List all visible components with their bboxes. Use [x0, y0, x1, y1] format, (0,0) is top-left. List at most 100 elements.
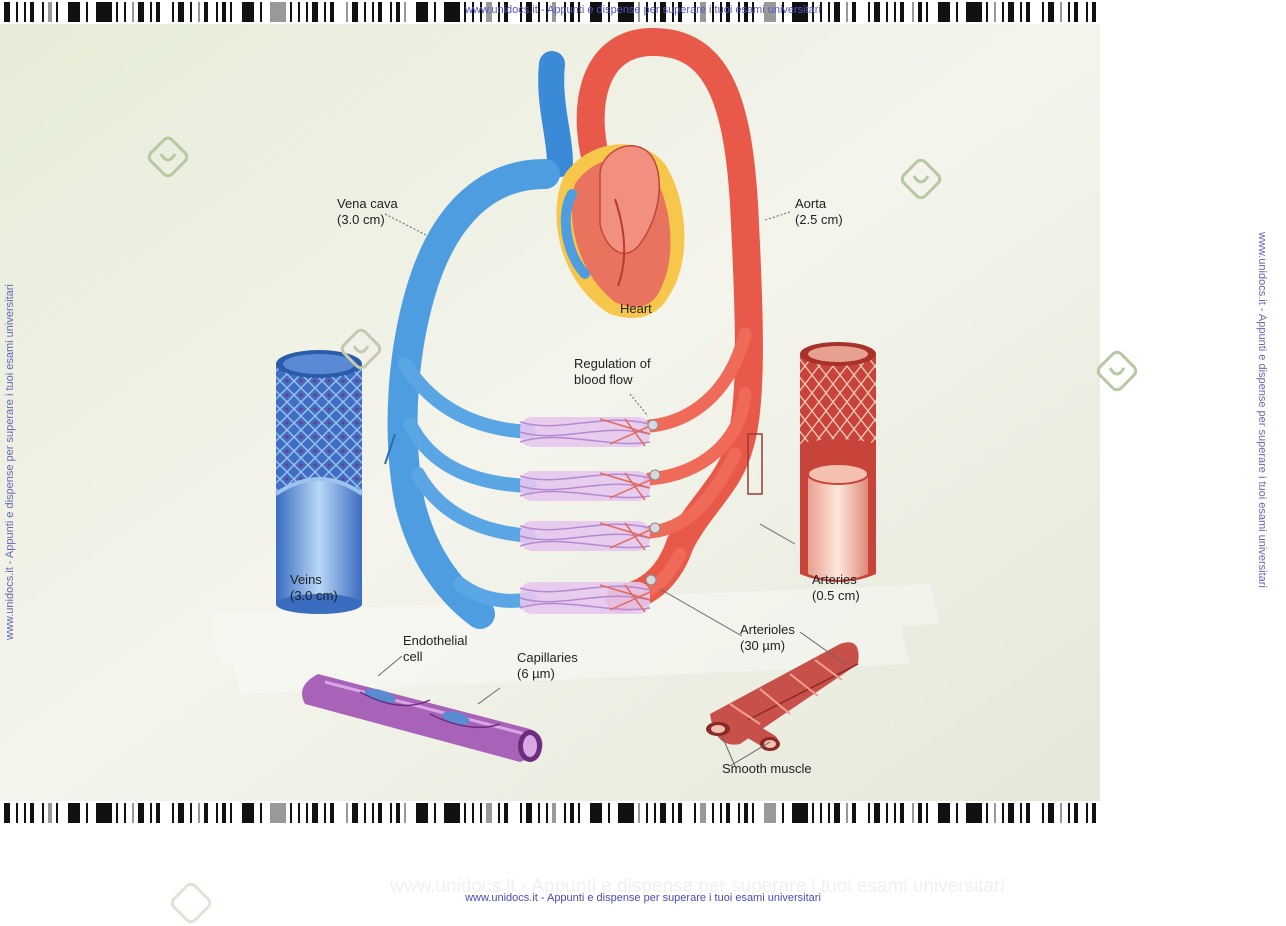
- top-barcode-strip: [4, 2, 1096, 22]
- barcode-bar: [464, 803, 466, 823]
- barcode-bar: [874, 803, 880, 823]
- barcode-bar: [1060, 803, 1062, 823]
- barcode-bar: [618, 2, 634, 22]
- barcode-bar: [298, 803, 300, 823]
- artery-cross-section: [800, 342, 876, 582]
- capillaries-label: Capillaries(6 µm): [517, 650, 578, 681]
- barcode-bar: [712, 803, 714, 823]
- barcode-bar: [660, 803, 666, 823]
- barcode-bar: [444, 803, 460, 823]
- barcode-bar: [204, 803, 208, 823]
- barcode-bar: [590, 2, 602, 22]
- barcode-bar: [498, 2, 500, 22]
- barcode-bar: [42, 803, 44, 823]
- barcode-bar: [198, 803, 200, 823]
- barcode-bar: [694, 2, 696, 22]
- barcode-bar: [346, 803, 348, 823]
- barcode-bar: [138, 803, 144, 823]
- barcode-bar: [820, 803, 822, 823]
- barcode-bar: [156, 803, 160, 823]
- barcode-bar: [938, 2, 950, 22]
- bottom-faint-watermark: www.unidocs.it - Appunti e dispense per …: [390, 876, 1005, 897]
- barcode-bar: [346, 2, 348, 22]
- barcode-bar: [700, 2, 706, 22]
- barcode-bar: [1074, 2, 1078, 22]
- barcode-bar: [1074, 803, 1078, 823]
- barcode-bar: [68, 803, 80, 823]
- barcode-bar: [96, 2, 112, 22]
- barcode-bar: [56, 803, 58, 823]
- barcode-bar: [966, 803, 982, 823]
- barcode-bar: [678, 2, 682, 22]
- barcode-bar: [4, 2, 10, 22]
- barcode-bar: [260, 2, 262, 22]
- barcode-bar: [48, 803, 52, 823]
- barcode-bar: [828, 2, 830, 22]
- barcode-bar: [918, 803, 922, 823]
- vein-system: [384, 51, 573, 629]
- unidocs-logo-icon: [900, 158, 942, 200]
- barcode-bar: [874, 2, 880, 22]
- barcode-bar: [68, 2, 80, 22]
- barcode-bar: [520, 803, 522, 823]
- barcode-bar: [124, 803, 126, 823]
- barcode-bar: [638, 2, 640, 22]
- barcode-bar: [900, 803, 904, 823]
- barcode-bar: [672, 803, 674, 823]
- barcode-bar: [744, 803, 748, 823]
- barcode-bar: [712, 2, 714, 22]
- barcode-bar: [694, 803, 696, 823]
- barcode-bar: [404, 2, 406, 22]
- barcode-bar: [24, 2, 26, 22]
- barcode-bar: [172, 2, 174, 22]
- barcode-bar: [4, 803, 10, 823]
- barcode-bar: [372, 803, 374, 823]
- barcode-bar: [1048, 2, 1054, 22]
- barcode-bar: [1092, 803, 1096, 823]
- arteries-label: Arteries(0.5 cm): [812, 572, 860, 603]
- barcode-bar: [846, 803, 848, 823]
- barcode-bar: [372, 2, 374, 22]
- barcode-bar: [42, 2, 44, 22]
- barcode-bar: [132, 2, 134, 22]
- barcode-bar: [306, 803, 308, 823]
- barcode-bar: [242, 2, 254, 22]
- barcode-bar: [222, 803, 226, 823]
- barcode-bar: [352, 2, 358, 22]
- barcode-bar: [886, 803, 888, 823]
- barcode-bar: [752, 803, 754, 823]
- barcode-bar: [330, 803, 334, 823]
- barcode-bar: [764, 803, 776, 823]
- barcode-bar: [618, 803, 634, 823]
- barcode-bar: [352, 803, 358, 823]
- barcode-bar: [678, 803, 682, 823]
- barcode-bar: [590, 803, 602, 823]
- smooth-muscle-label: Smooth muscle: [722, 761, 812, 776]
- barcode-bar: [654, 2, 656, 22]
- barcode-bar: [1086, 2, 1088, 22]
- barcode-bar: [1060, 2, 1062, 22]
- barcode-bar: [956, 803, 958, 823]
- barcode-bar: [1042, 803, 1044, 823]
- barcode-bar: [364, 2, 366, 22]
- barcode-bar: [30, 803, 34, 823]
- barcode-bar: [324, 2, 326, 22]
- barcode-bar: [198, 2, 200, 22]
- barcode-bar: [378, 803, 382, 823]
- barcode-bar: [926, 2, 928, 22]
- barcode-bar: [270, 803, 286, 823]
- veins-label: Veins(3.0 cm): [290, 572, 338, 603]
- barcode-bar: [1068, 2, 1070, 22]
- barcode-bar: [444, 2, 460, 22]
- leader-lines: [377, 211, 846, 767]
- barcode-bar: [242, 803, 254, 823]
- barcode-bar: [1068, 803, 1070, 823]
- barcode-bar: [738, 803, 740, 823]
- vena-cava-label: Vena cava(3.0 cm): [337, 196, 398, 227]
- left-side-watermark: www.unidocs.it - Appunti e dispense per …: [4, 284, 16, 640]
- barcode-bar: [792, 2, 808, 22]
- barcode-bar: [290, 803, 292, 823]
- barcode-bar: [86, 803, 88, 823]
- unidocs-logo-icon: [340, 328, 382, 370]
- barcode-bar: [172, 803, 174, 823]
